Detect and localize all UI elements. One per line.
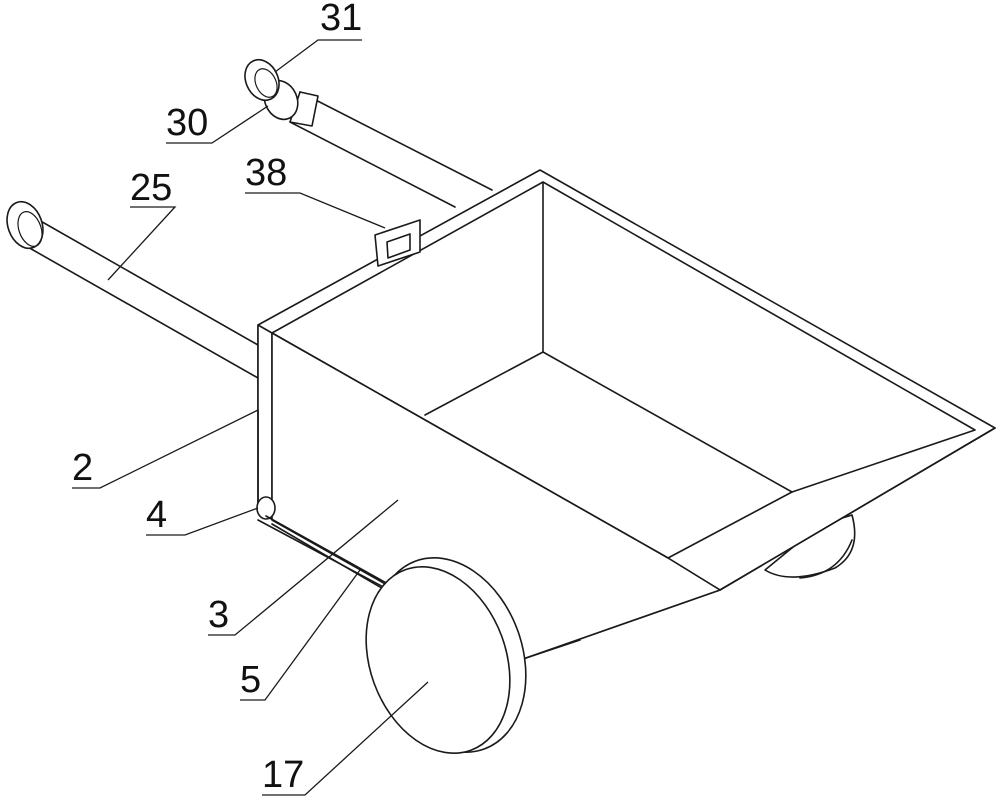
front-handle bbox=[6, 200, 259, 379]
label-25: 25 bbox=[130, 167, 172, 209]
hinge-and-rod bbox=[256, 496, 391, 591]
label-5: 5 bbox=[240, 659, 261, 701]
front-wheel bbox=[365, 557, 527, 754]
part-labels: 31 30 38 25 2 4 3 5 17 bbox=[72, 0, 362, 796]
label-38: 38 bbox=[245, 152, 287, 194]
label-3: 3 bbox=[208, 594, 229, 636]
tray-body bbox=[257, 169, 996, 661]
rear-wheel bbox=[764, 514, 856, 579]
label-4: 4 bbox=[146, 494, 167, 536]
rear-handle bbox=[244, 59, 493, 208]
leader-lines bbox=[72, 39, 429, 796]
latch-38 bbox=[374, 219, 421, 267]
label-31: 31 bbox=[320, 0, 362, 39]
label-2: 2 bbox=[72, 447, 93, 489]
label-30: 30 bbox=[166, 102, 208, 144]
label-17: 17 bbox=[262, 754, 304, 796]
